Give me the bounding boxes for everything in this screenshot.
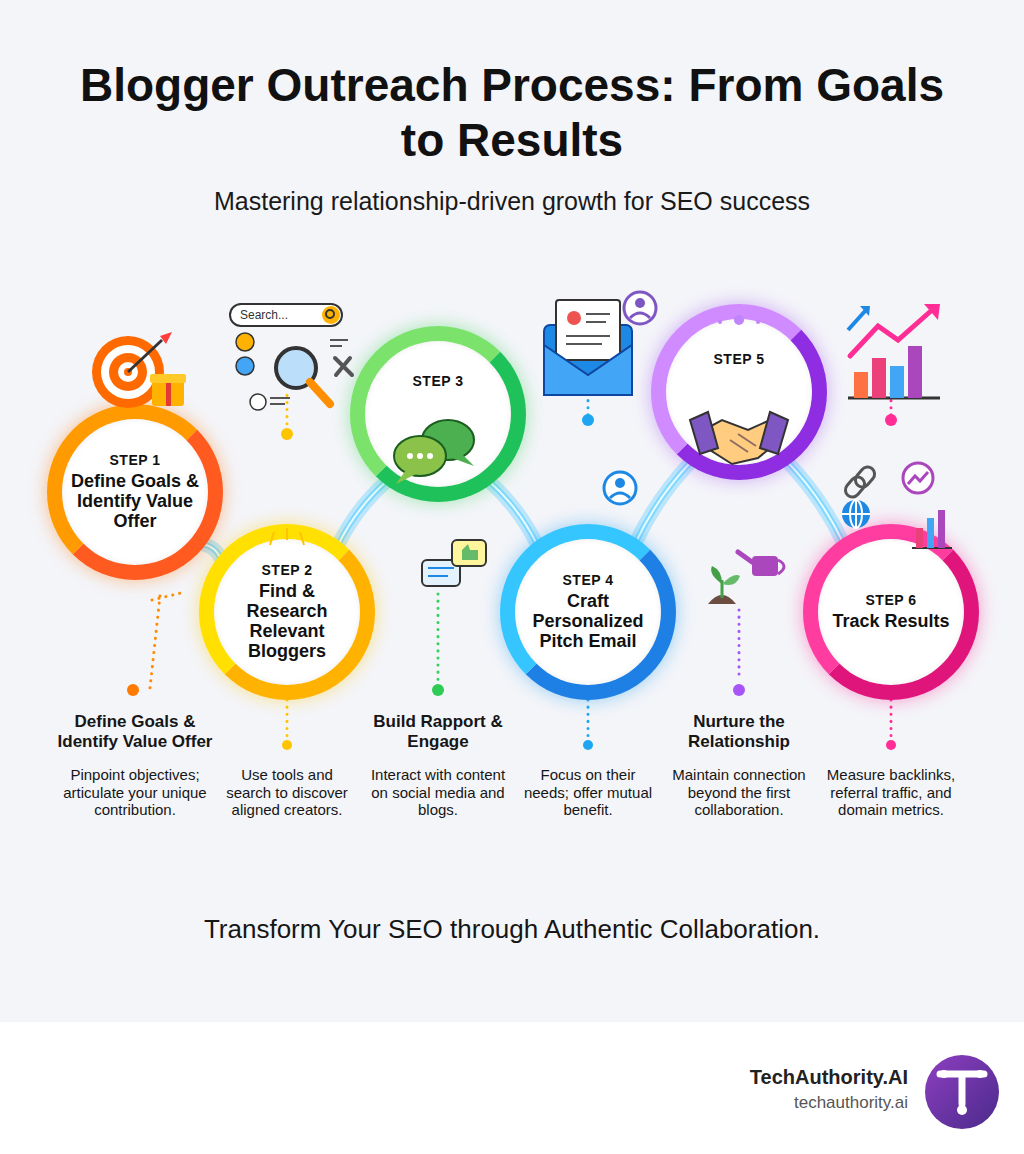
step-circle: STEP 6 Track Results xyxy=(803,524,979,700)
step-heading: Build Rapport & Engage xyxy=(363,712,513,752)
growth-chart-icon xyxy=(848,304,940,398)
target-icon xyxy=(92,332,186,408)
step-heading: Define Goals & Identify Value Offer xyxy=(47,712,223,752)
step-circle: STEP 3 xyxy=(350,326,526,502)
metrics-icons xyxy=(842,463,952,548)
step-title: Craft Personalized Pitch Email xyxy=(523,592,653,651)
step-number: STEP 2 xyxy=(262,562,313,578)
step-title: Find & Research Relevant Bloggers xyxy=(222,582,352,661)
plant-icon xyxy=(708,552,784,604)
sparkle xyxy=(718,315,760,325)
brand-name: TechAuthority.AI xyxy=(650,1066,908,1090)
like-chat-icon xyxy=(422,540,486,586)
step-number: STEP 1 xyxy=(110,452,161,468)
glow-connector xyxy=(489,481,538,545)
sparkle xyxy=(270,528,304,545)
step-description: Focus on their needs; offer mutual benef… xyxy=(518,766,658,819)
glow-connector xyxy=(787,461,844,543)
glow-connector xyxy=(338,481,387,545)
step-number: STEP 3 xyxy=(413,373,464,389)
closing-line: Transform Your SEO through Authentic Col… xyxy=(62,914,962,945)
chat-icon xyxy=(394,420,474,484)
diagram-caption: Mastering relationship-driven growth for… xyxy=(62,186,962,216)
step-description: Maintain connection beyond the first col… xyxy=(666,766,812,819)
step-circle: STEP 2 Find & Research Relevant Bloggers xyxy=(199,524,375,700)
step-heading: Nurture the Relationship xyxy=(664,712,814,752)
step-circle: STEP 4 Craft Personalized Pitch Email xyxy=(500,524,676,700)
search-placeholder: Search... xyxy=(240,308,320,322)
step-circle: STEP 5 xyxy=(651,304,827,480)
step-number: STEP 4 xyxy=(563,572,614,588)
step-title: Define Goals & Identify Value Offer xyxy=(70,472,200,531)
brand-logo xyxy=(925,1055,999,1129)
diagram-title: Blogger Outreach Process: From Goals to … xyxy=(70,58,954,168)
step-number: STEP 5 xyxy=(714,351,765,367)
step-description: Pinpoint objectives; articulate your uni… xyxy=(61,766,209,819)
footer-band xyxy=(0,1022,1024,1154)
step-circle: STEP 1 Define Goals & Identify Value Offe… xyxy=(47,404,223,580)
handshake-icon xyxy=(690,412,788,464)
step-description: Interact with content on social media an… xyxy=(368,766,508,819)
envelope-icon xyxy=(544,292,656,504)
brand-url: techauthority.ai xyxy=(650,1093,908,1113)
glow-connector xyxy=(636,461,692,542)
search-icon xyxy=(230,304,352,410)
step-description: Measure backlinks, referral traffic, and… xyxy=(818,766,964,819)
step-description: Use tools and search to discover aligned… xyxy=(217,766,357,819)
step-number: STEP 6 xyxy=(866,592,917,608)
step-title: Track Results xyxy=(832,612,949,632)
